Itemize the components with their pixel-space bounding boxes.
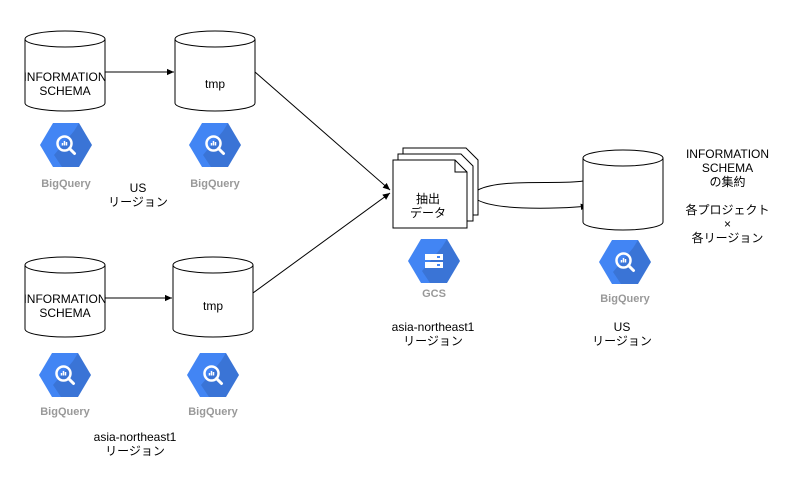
us-source-region-label: US リージョン [108, 181, 168, 209]
edge-gcs-to-us-aggregate-return [471, 193, 589, 210]
asia-info-schema-label: INFORMATION SCHEMA [23, 292, 107, 320]
bigquery-icon [39, 353, 91, 397]
bigquery-product-label: BigQuery [40, 406, 90, 418]
bigquery-product-label: BigQuery [600, 293, 650, 305]
bigquery-icon [187, 353, 239, 397]
gcs-product-label: GCS [422, 288, 446, 300]
gcs-icon [408, 239, 460, 283]
bigquery-product-label: BigQuery [41, 178, 91, 190]
bigquery-product-label: BigQuery [190, 178, 240, 190]
us-tmp-label: tmp [204, 77, 225, 91]
extract-data-documents [392, 147, 479, 229]
bigquery-product-label: BigQuery [188, 406, 238, 418]
edge-gcs-to-us-aggregate [477, 180, 584, 191]
asia-source-region-label: asia-northeast1 リージョン [93, 430, 177, 458]
asia-tmp-cylinder [172, 256, 254, 338]
us-aggregate-cylinder [582, 149, 664, 231]
asia-tmp-label: tmp [202, 299, 223, 313]
gcs-region-label: asia-northeast1 リージョン [391, 320, 475, 348]
us-dest-region-label: US リージョン [592, 320, 652, 348]
extract-data-label: 抽出 データ [409, 192, 446, 220]
us-tmp-cylinder [174, 30, 256, 112]
aggregate-note: INFORMATION SCHEMA の集約 各プロジェクト × 各リージョン [685, 147, 770, 245]
edge-asia-tmp-to-gcs [252, 192, 391, 294]
us-info-schema-label: INFORMATION SCHEMA [23, 70, 107, 98]
edge-us-tmp-to-gcs [254, 71, 391, 191]
bigquery-icon [40, 123, 92, 167]
bigquery-icon [599, 240, 651, 284]
bigquery-icon [189, 123, 241, 167]
